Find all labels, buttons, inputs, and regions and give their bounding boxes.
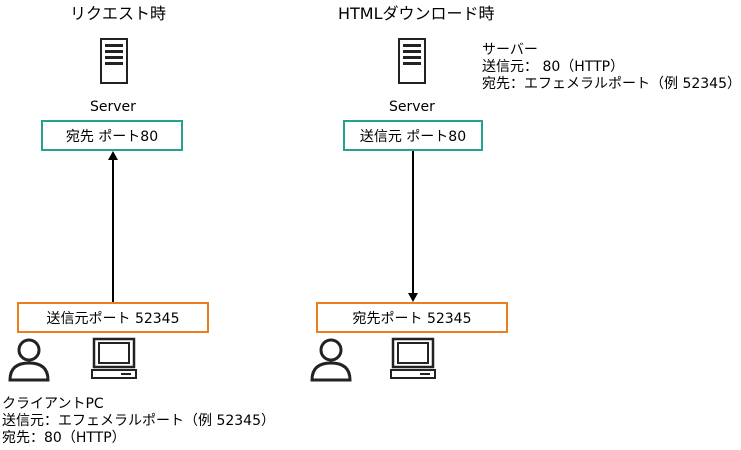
left-server-port-box: 宛先 ポート80 bbox=[41, 120, 183, 151]
client-note: クライアントPC 送信元：エフェメラルポート（例 52345） 宛先：80（HT… bbox=[2, 396, 275, 447]
server-note-line2: 送信元： 80（HTTP） bbox=[482, 59, 625, 75]
right-panel-title: HTMLダウンロード時 bbox=[338, 4, 495, 23]
client-note-line3: 宛先：80（HTTP） bbox=[2, 430, 126, 446]
server-icon bbox=[100, 38, 128, 84]
client-note-line1: クライアントPC bbox=[2, 396, 104, 412]
person-icon bbox=[8, 338, 50, 382]
right-server-label: Server bbox=[389, 99, 435, 115]
client-note-line2: 送信元：エフェメラルポート（例 52345） bbox=[2, 413, 275, 429]
person-icon bbox=[310, 338, 352, 382]
server-icon bbox=[398, 38, 426, 84]
right-server-port-box: 送信元 ポート80 bbox=[343, 120, 483, 151]
left-panel-title: リクエスト時 bbox=[70, 4, 167, 23]
left-client-port-box: 送信元ポート 52345 bbox=[17, 302, 209, 333]
server-note-line3: 宛先：エフェメラルポート（例 52345） bbox=[482, 76, 741, 92]
left-server-label: Server bbox=[90, 99, 136, 115]
computer-icon bbox=[91, 337, 137, 379]
server-note-line1: サーバー bbox=[482, 42, 538, 58]
computer-icon bbox=[390, 337, 436, 379]
right-client-port-box: 宛先ポート 52345 bbox=[316, 302, 508, 333]
server-note: サーバー 送信元： 80（HTTP） 宛先：エフェメラルポート（例 52345） bbox=[482, 42, 741, 93]
